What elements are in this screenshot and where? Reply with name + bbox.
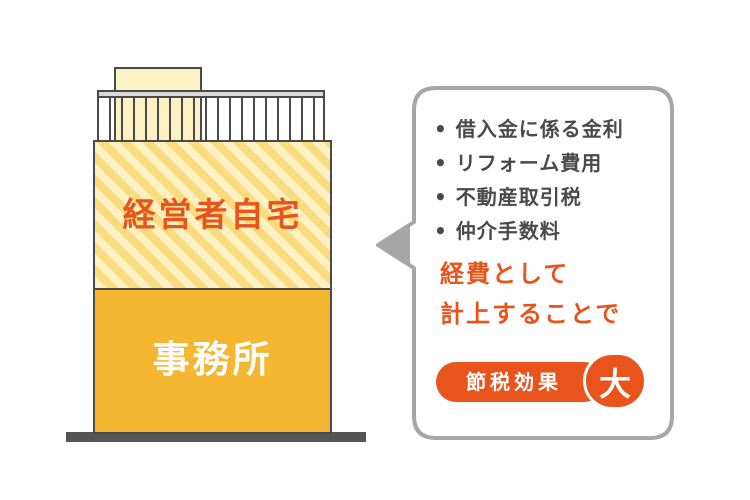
list-item: 借入金に係る金利 [434, 112, 658, 146]
speech-bubble-pointer [378, 226, 410, 264]
highlight-line: 計上することで [440, 300, 622, 328]
highlight-line: 経費として [440, 260, 570, 288]
lower-floor [93, 288, 332, 434]
bubble-content: 借入金に係る金利 リフォーム費用 不動産取引税 仲介手数料 経費として 計上する… [434, 112, 658, 334]
roof-railing [97, 90, 325, 141]
upper-floor-label: 経営者自宅 [122, 195, 303, 234]
highlight-text: 経費として 計上することで [440, 254, 658, 334]
lower-floor-label: 事務所 [152, 338, 273, 381]
effect-pill: 節税効果 [436, 362, 604, 402]
ground-line [66, 432, 366, 442]
list-item: リフォーム費用 [434, 146, 658, 180]
list-item: 仲介手数料 [434, 214, 658, 248]
list-item: 不動産取引税 [434, 180, 658, 214]
effect-badge: 大 [583, 352, 647, 410]
expense-list: 借入金に係る金利 リフォーム費用 不動産取引税 仲介手数料 [434, 112, 658, 248]
